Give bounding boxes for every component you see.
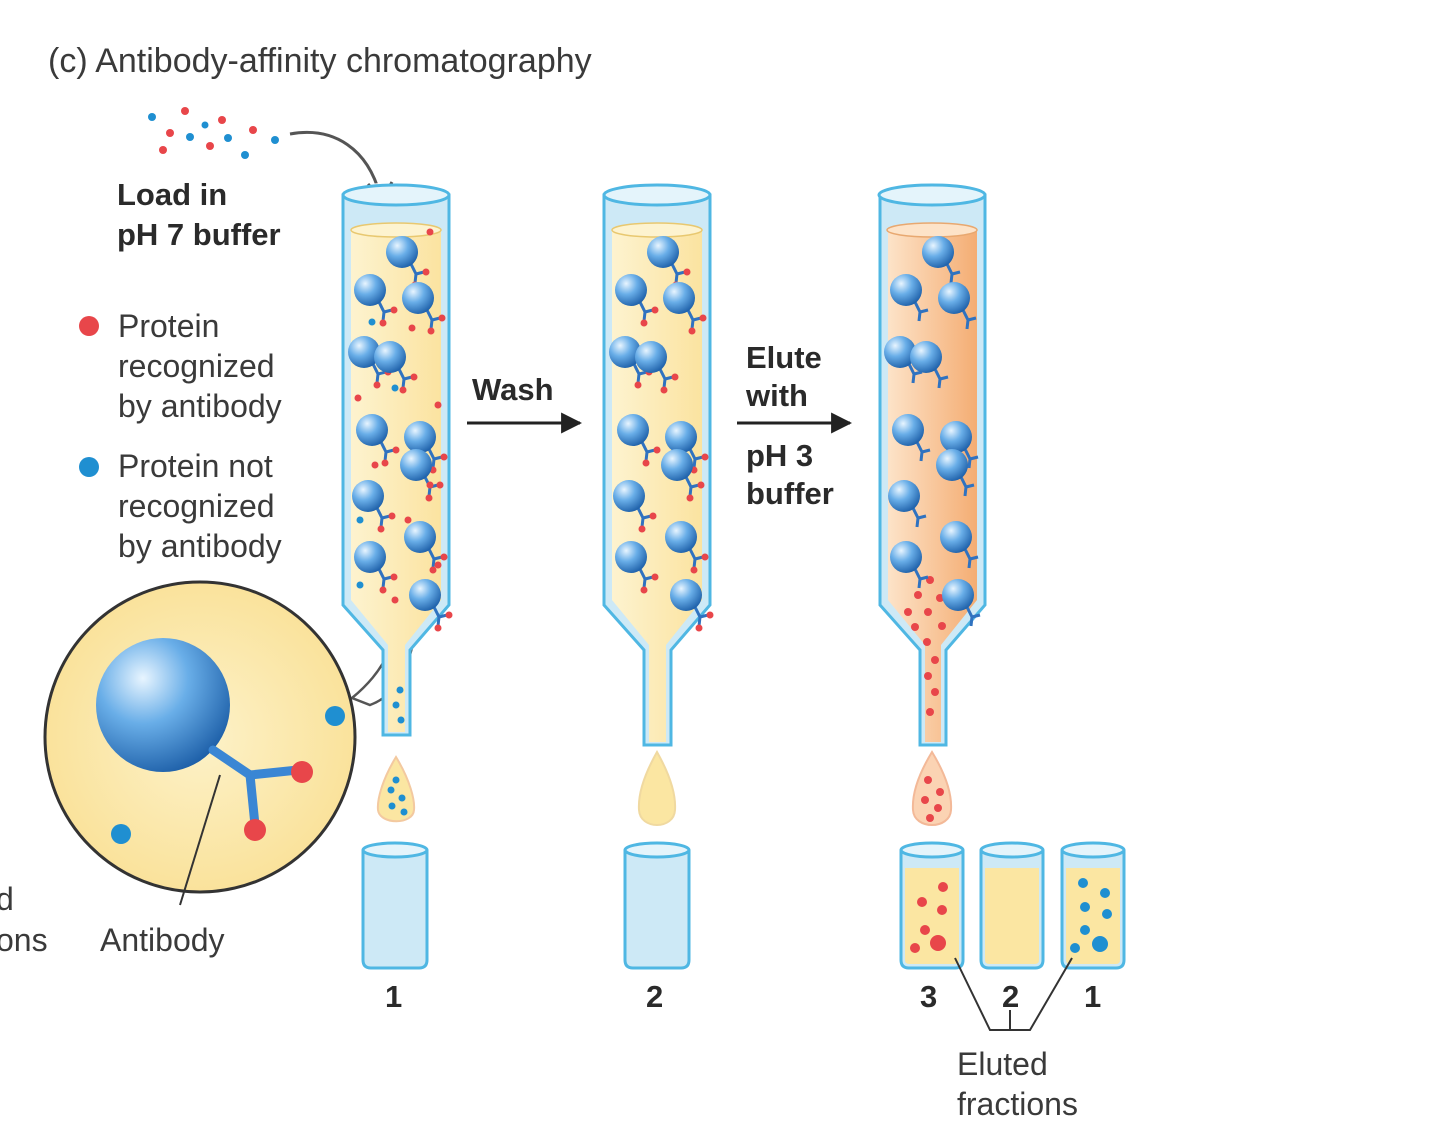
bead-icon [892, 414, 931, 462]
fraction-tube-3 [899, 841, 965, 970]
elute-label: Elute with pH 3 buffer [745, 340, 834, 511]
fraction-1-number: 1 [1084, 979, 1101, 1014]
bead-icon [940, 421, 979, 469]
bead-icon [942, 579, 981, 627]
bead-icon [609, 336, 653, 389]
bead-icon [354, 274, 398, 327]
bead-icon [374, 341, 418, 394]
bead-icon [663, 282, 707, 335]
bead-icon [348, 336, 392, 389]
protein-dot [356, 581, 364, 589]
partial-cutoff-label: d ons [0, 881, 48, 958]
bead-icon [404, 521, 448, 574]
eluting-red-dots [904, 576, 946, 716]
legend: Protein recognized by antibody Protein n… [79, 308, 283, 564]
bead-icon [647, 236, 691, 289]
bead-icon [938, 282, 977, 330]
bead-icon [665, 421, 709, 474]
bead-icon [402, 282, 446, 335]
zoom-callout [43, 479, 422, 906]
bead-layer [348, 228, 981, 632]
bead-icon [888, 480, 927, 528]
sample-dots [148, 107, 279, 159]
bead-icon [352, 480, 396, 533]
protein-dot [354, 394, 362, 402]
bead-icon [635, 341, 679, 394]
bead-icon [665, 521, 709, 574]
protein-dot [426, 481, 434, 489]
fraction-tube-1 [1060, 841, 1126, 970]
fraction-3-number: 3 [920, 979, 937, 1014]
bead-icon [386, 236, 430, 289]
legend-blue-dot-icon [79, 457, 99, 477]
bead-icon [96, 638, 230, 772]
collection-tube-2 [623, 841, 691, 970]
legend-red-dot-icon [79, 316, 99, 336]
bead-icon [613, 480, 657, 533]
protein-dot [391, 384, 399, 392]
protein-dot [408, 324, 416, 332]
bead-icon [615, 274, 659, 327]
bead-icon [400, 449, 444, 502]
bead-icon [617, 414, 661, 467]
wash-label: Wash [472, 372, 554, 407]
collection-tube-1-number: 1 [385, 979, 402, 1014]
bead-icon [356, 414, 400, 467]
fraction-2-number: 2 [1002, 979, 1019, 1014]
bead-icon [354, 541, 398, 594]
eluted-fractions-label: Eluted fractions [957, 1046, 1078, 1122]
protein-dot [368, 318, 376, 326]
protein-dot [434, 561, 442, 569]
legend-blue-text: Protein not recognized by antibody [118, 448, 283, 564]
protein-dot [426, 228, 434, 236]
load-label: Load in pH 7 buffer [117, 177, 281, 252]
protein-dot [356, 516, 364, 524]
figure-title: (c) Antibody-affinity chromatography [48, 42, 592, 80]
collection-tube-1 [361, 841, 429, 970]
bead-icon [890, 541, 929, 589]
eluted-bracket [954, 957, 1073, 1031]
bead-icon [670, 579, 714, 632]
protein-dot [371, 461, 379, 469]
bead-icon [922, 236, 961, 284]
antibody-label: Antibody [100, 922, 225, 958]
bead-icon [409, 579, 453, 632]
bead-icon [890, 274, 929, 322]
fraction-tube-2 [979, 841, 1045, 970]
collection-tube-2-number: 2 [646, 979, 663, 1014]
bead-icon [661, 449, 705, 502]
bead-icon [936, 449, 975, 497]
bead-icon [940, 521, 979, 569]
bead-icon [884, 336, 923, 384]
bead-icon [910, 341, 949, 389]
protein-dot [391, 596, 399, 604]
bead-icon [615, 541, 659, 594]
protein-dot [404, 516, 412, 524]
protein-dot [434, 401, 442, 409]
legend-red-text: Protein recognized by antibody [118, 308, 283, 424]
